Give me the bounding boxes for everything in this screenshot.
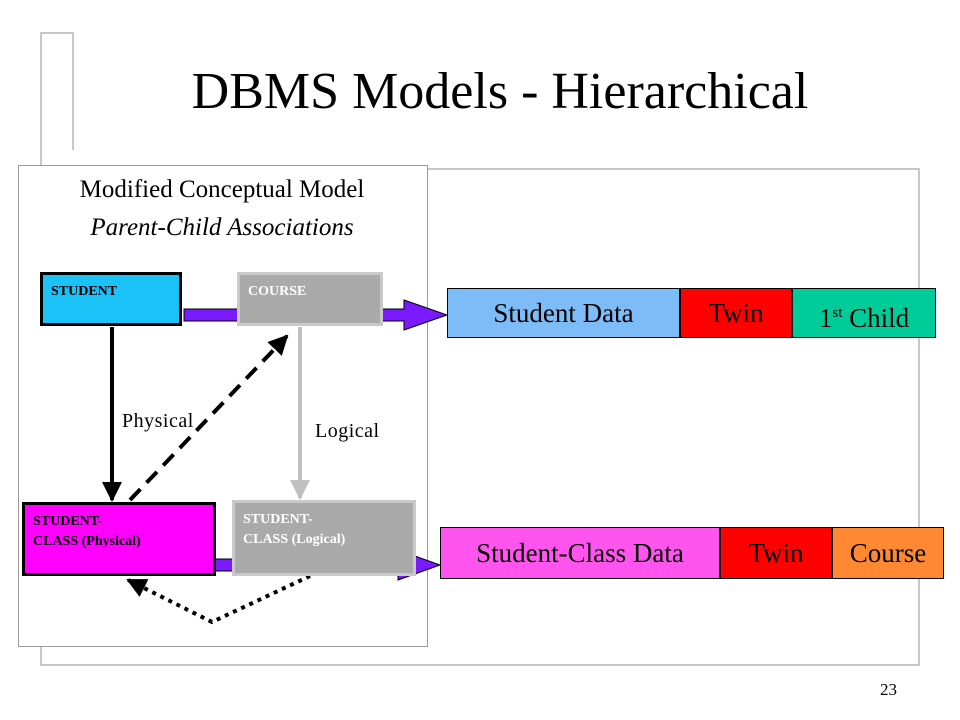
frame-bottom-line bbox=[40, 664, 920, 666]
panel-subtitle: Parent-Child Associations bbox=[90, 214, 354, 241]
student-class-physical-label-line1: STUDENT- bbox=[33, 514, 103, 529]
student-record-first-child-segment: 1st Child bbox=[792, 288, 936, 338]
frame-top-line bbox=[426, 168, 920, 170]
frame-right-bar bbox=[918, 168, 920, 666]
student-class-logical-label-line1: STUDENT- bbox=[243, 512, 313, 527]
student-class-physical-entity: STUDENT- CLASS (Physical) bbox=[22, 502, 216, 576]
physical-link-label: Physical bbox=[122, 410, 194, 432]
student-entity-label: STUDENT bbox=[51, 284, 118, 299]
student-class-physical-label-line2: CLASS (Physical) bbox=[33, 534, 141, 549]
logical-link-label: Logical bbox=[315, 420, 380, 442]
student-class-record-data-segment: Student-Class Data bbox=[440, 527, 720, 579]
frame-top-tick-inner bbox=[72, 32, 74, 150]
dashed-pointer-arrow bbox=[128, 334, 289, 502]
student-class-record-twin-segment: Twin bbox=[720, 527, 832, 579]
page-number: 23 bbox=[880, 680, 897, 699]
student-class-logical-label-line2: CLASS (Logical) bbox=[243, 532, 346, 547]
course-entity-label: COURSE bbox=[248, 284, 307, 299]
first-child-text: Child bbox=[842, 303, 910, 333]
dotted-twin-link bbox=[126, 574, 311, 625]
first-child-ordinal: st bbox=[832, 305, 843, 321]
first-child-number: 1 bbox=[818, 303, 833, 333]
student-record-twin-segment: Twin bbox=[680, 288, 792, 338]
panel-title: Modified Conceptual Model bbox=[79, 176, 365, 203]
student-class-record-course-segment: Course bbox=[832, 527, 944, 579]
student-entity: STUDENT bbox=[40, 272, 182, 326]
student-record-data-segment: Student Data bbox=[447, 288, 680, 338]
student-class-logical-entity: STUDENT- CLASS (Logical) bbox=[232, 500, 416, 576]
course-entity: COURSE bbox=[237, 272, 383, 326]
frame-top-tick bbox=[40, 32, 72, 34]
slide-title: DBMS Models - Hierarchical bbox=[191, 63, 809, 120]
